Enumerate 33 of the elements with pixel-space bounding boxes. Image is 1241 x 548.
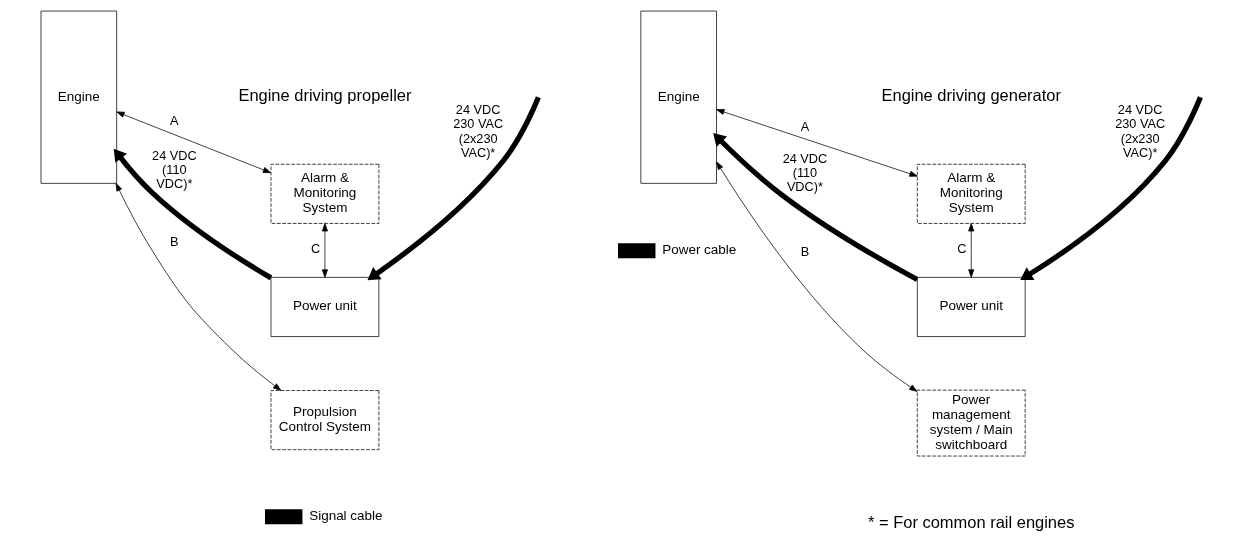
arrow xyxy=(115,111,271,174)
arrow xyxy=(113,148,272,281)
node-box: Alarm & Monitoring System xyxy=(916,163,1026,224)
edge-label: 24 VDC (110 VDC)* xyxy=(151,147,197,192)
arrow xyxy=(715,161,917,392)
node-box: Engine xyxy=(639,10,717,184)
arrow xyxy=(715,109,918,177)
node-box: Alarm & Monitoring System xyxy=(270,163,379,224)
legend-label: Signal cable xyxy=(308,508,383,524)
edge-label: C xyxy=(310,241,320,257)
arrow xyxy=(967,223,974,278)
legend-label: Power cable xyxy=(661,242,736,258)
edge-label: 24 VDC (110 VDC)* xyxy=(782,150,827,195)
arrow xyxy=(321,223,328,278)
node-box: Power unit xyxy=(270,277,379,337)
node-box: Engine xyxy=(40,10,117,184)
arrow xyxy=(366,96,541,281)
node-box: Power unit xyxy=(916,277,1026,337)
edge-label: B xyxy=(169,233,179,249)
label: Engine driving generator xyxy=(881,86,1061,105)
arrow xyxy=(1019,96,1203,280)
node-box: Power management system / Main switchboard xyxy=(916,389,1026,457)
edge-label: C xyxy=(956,241,966,257)
edge-label: 24 VDC 230 VAC (2x230 VAC)* xyxy=(1114,102,1165,160)
edge-label: A xyxy=(800,118,809,134)
edge-label: 24 VDC 230 VAC (2x230 VAC)* xyxy=(452,102,503,160)
edge-label: B xyxy=(800,244,809,260)
label: * = For common rail engines xyxy=(867,512,1074,531)
edge-label: A xyxy=(169,112,179,128)
node-box: Propulsion Control System xyxy=(270,390,379,451)
arrow xyxy=(712,133,918,282)
label: Engine driving propeller xyxy=(237,86,411,105)
arrow xyxy=(115,183,281,391)
